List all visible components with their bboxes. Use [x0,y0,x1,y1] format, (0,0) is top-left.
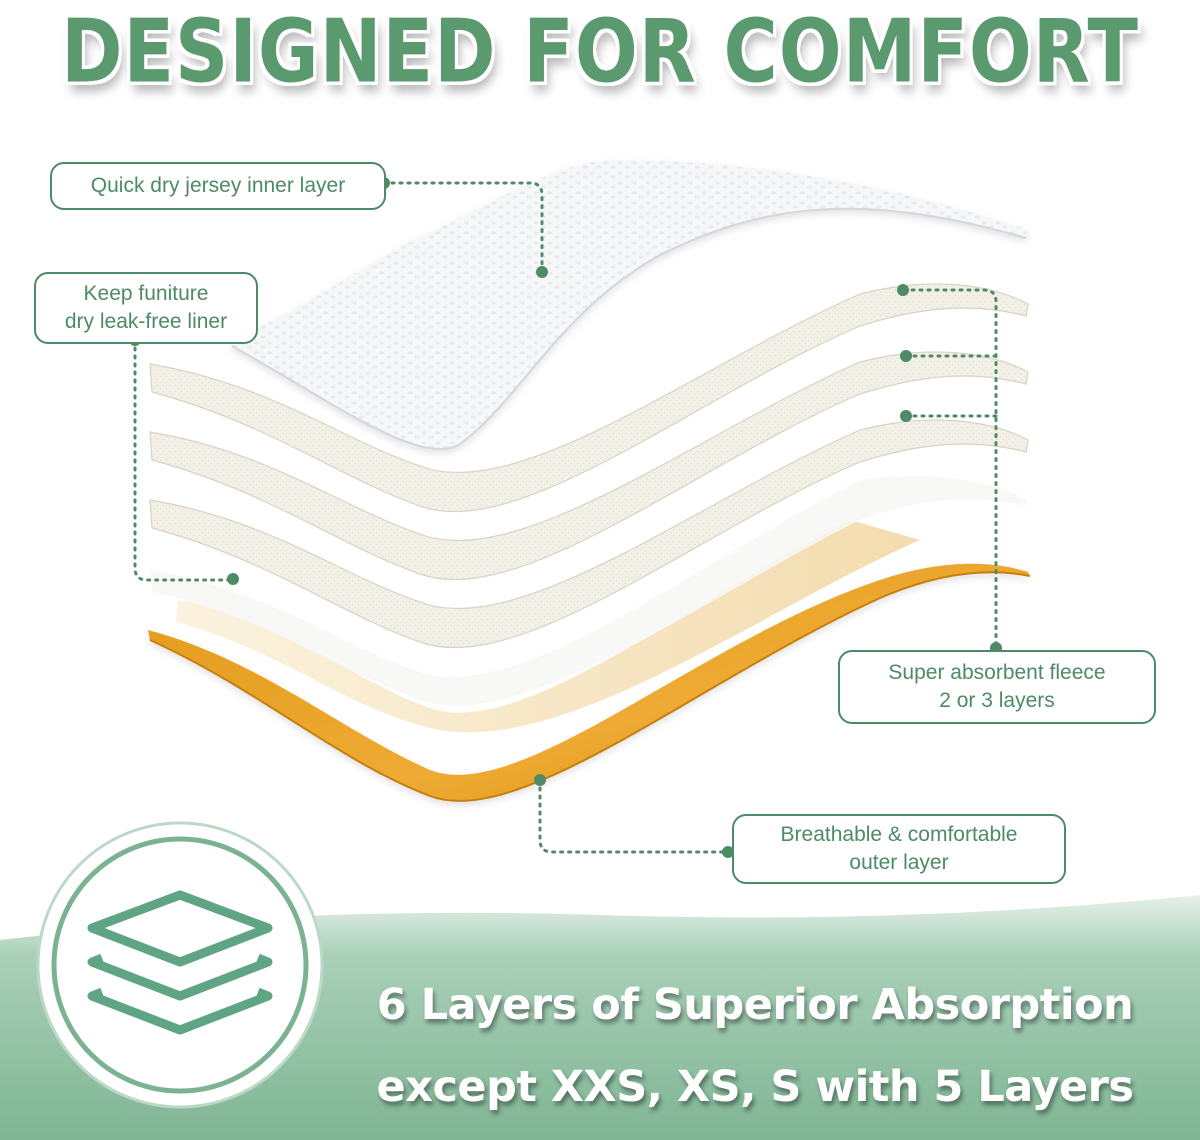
outer-layer-sheet [148,563,1030,801]
callout-outer-layer-line-2: outer layer [849,851,949,874]
headline: DESIGNED FOR COMFORT [61,1,1139,103]
callout-fleece: Super absorbent fleece 2 or 3 layers [838,650,1156,724]
callout-liner: Keep funiture dry leak-free liner [34,272,258,344]
leader-lines [133,181,998,854]
callout-outer-layer-line-1: Breathable & comfortable [780,823,1018,846]
callout-fleece-line-1: Super absorbent fleece [888,661,1106,684]
stacked-layers-icon [36,821,324,1109]
banner-line-2: except XXS, XS, S with 5 Layers [376,1062,1134,1112]
absorbent-core-sheet [176,520,920,733]
callout-inner-layer-text: Quick dry jersey inner layer [90,174,346,197]
callout-outer-layer: Breathable & comfortable outer layer [732,814,1066,884]
callout-fleece-line-2: 2 or 3 layers [939,689,1055,712]
fleece-layers [149,283,1029,648]
callout-inner-layer: Quick dry jersey inner layer [50,162,386,210]
callout-liner-line-1: Keep funiture [83,282,209,305]
banner-line-1: 6 Layers of Superior Absorption [376,980,1134,1030]
inner-layer-sheet [232,160,1028,449]
leak-free-liner-sheet [150,476,1028,706]
callout-liner-line-2: dry leak-free liner [64,310,228,333]
